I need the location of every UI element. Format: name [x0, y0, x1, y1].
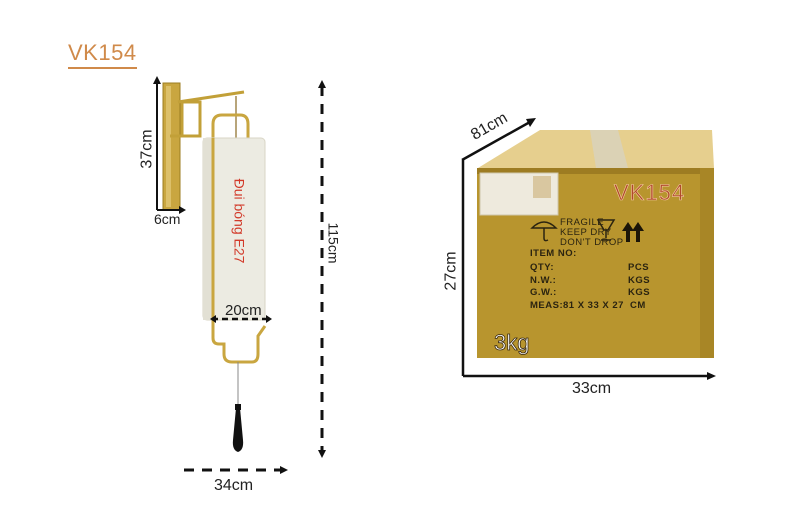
gw-unit: KGS — [628, 287, 651, 298]
box-weight-label: 3kg — [494, 330, 530, 356]
box-height-label: 27cm — [442, 251, 460, 291]
shade-width-label: 20cm — [225, 302, 262, 319]
handling-keep-dry: KEEP DRY — [560, 227, 612, 238]
nw-field: N.W.: — [530, 275, 557, 286]
bracket-width-label: 6cm — [154, 211, 181, 227]
handling-marks: FRAGILE KEEP DRY DON'T DROP — [560, 218, 624, 248]
meas-value: 81 X 33 X 27 — [563, 300, 624, 311]
handling-dont-drop: DON'T DROP — [560, 237, 624, 248]
box-model-label: VK154 — [614, 180, 686, 206]
nw-unit: KGS — [628, 275, 651, 286]
item-no-field: ITEM NO: — [530, 248, 577, 259]
product-code-title: VK154 — [68, 40, 137, 69]
box-width-label: 33cm — [572, 380, 612, 397]
gw-field: G.W.: — [530, 287, 557, 298]
meas-unit: CM — [630, 300, 646, 311]
qty-unit: PCS — [628, 262, 650, 273]
qty-field: QTY: — [530, 262, 554, 273]
meas-field: MEAS: — [530, 300, 564, 311]
total-depth-label: 34cm — [214, 477, 254, 494]
handling-fragile: FRAGILE — [560, 217, 605, 228]
